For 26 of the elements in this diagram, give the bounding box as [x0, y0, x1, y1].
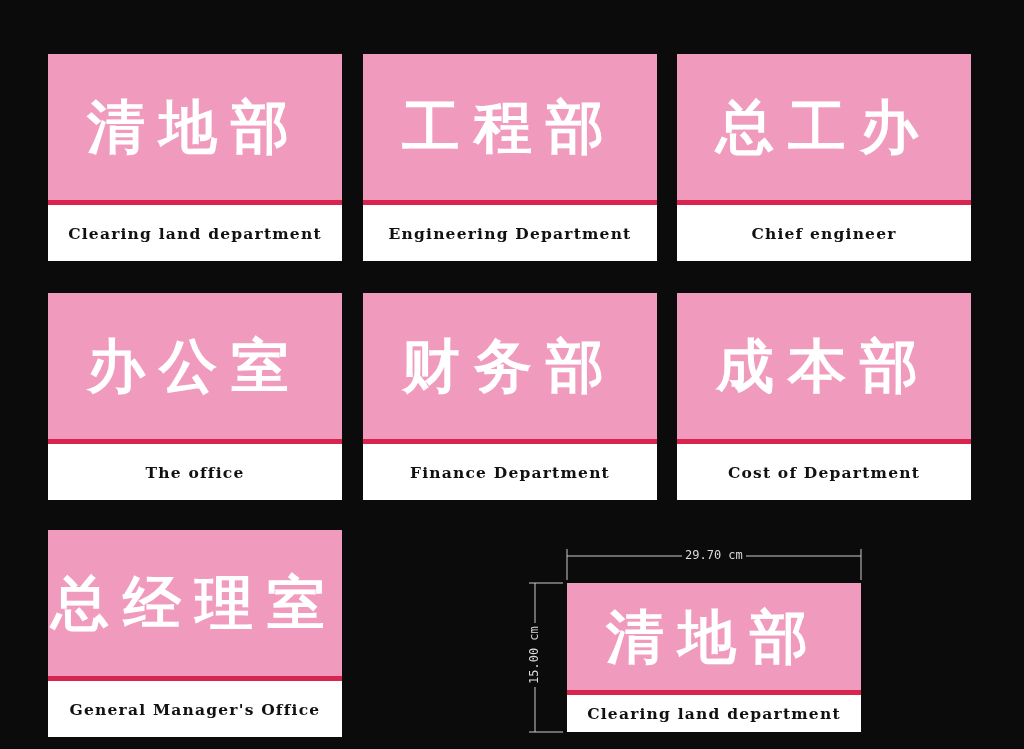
- sign-title: 办公室: [87, 337, 303, 395]
- door-sign: [363, 54, 657, 261]
- door-sign: [48, 293, 342, 500]
- sign-title: 工程部: [402, 98, 618, 156]
- sign-subtitle: Cost of Department: [727, 462, 921, 482]
- door-sign: [677, 293, 971, 500]
- sign-title: 财务部: [402, 337, 618, 395]
- door-sign: [567, 583, 861, 732]
- sign-title: 成本部: [716, 337, 932, 395]
- sign-subtitle: The office: [145, 462, 245, 482]
- dimension-label: 15.00 cm: [527, 623, 541, 687]
- door-sign: [363, 293, 657, 500]
- door-sign: [48, 54, 342, 261]
- sign-subtitle: Engineering Department: [388, 223, 632, 243]
- sign-subtitle: Chief engineer: [751, 223, 897, 243]
- dimension-label: 29.70 cm: [682, 548, 746, 562]
- sign-subtitle: Clearing land department: [68, 223, 322, 243]
- sign-subtitle: General Manager's Office: [69, 699, 321, 719]
- sign-title: 总经理室: [51, 574, 339, 632]
- door-sign: [48, 530, 342, 737]
- sign-title: 清地部: [606, 607, 822, 666]
- sign-subtitle: Finance Department: [410, 462, 610, 482]
- door-sign: [677, 54, 971, 261]
- sign-title: 清地部: [87, 98, 303, 156]
- sign-title: 总工办: [716, 98, 932, 156]
- sign-subtitle: Clearing land department: [587, 704, 841, 723]
